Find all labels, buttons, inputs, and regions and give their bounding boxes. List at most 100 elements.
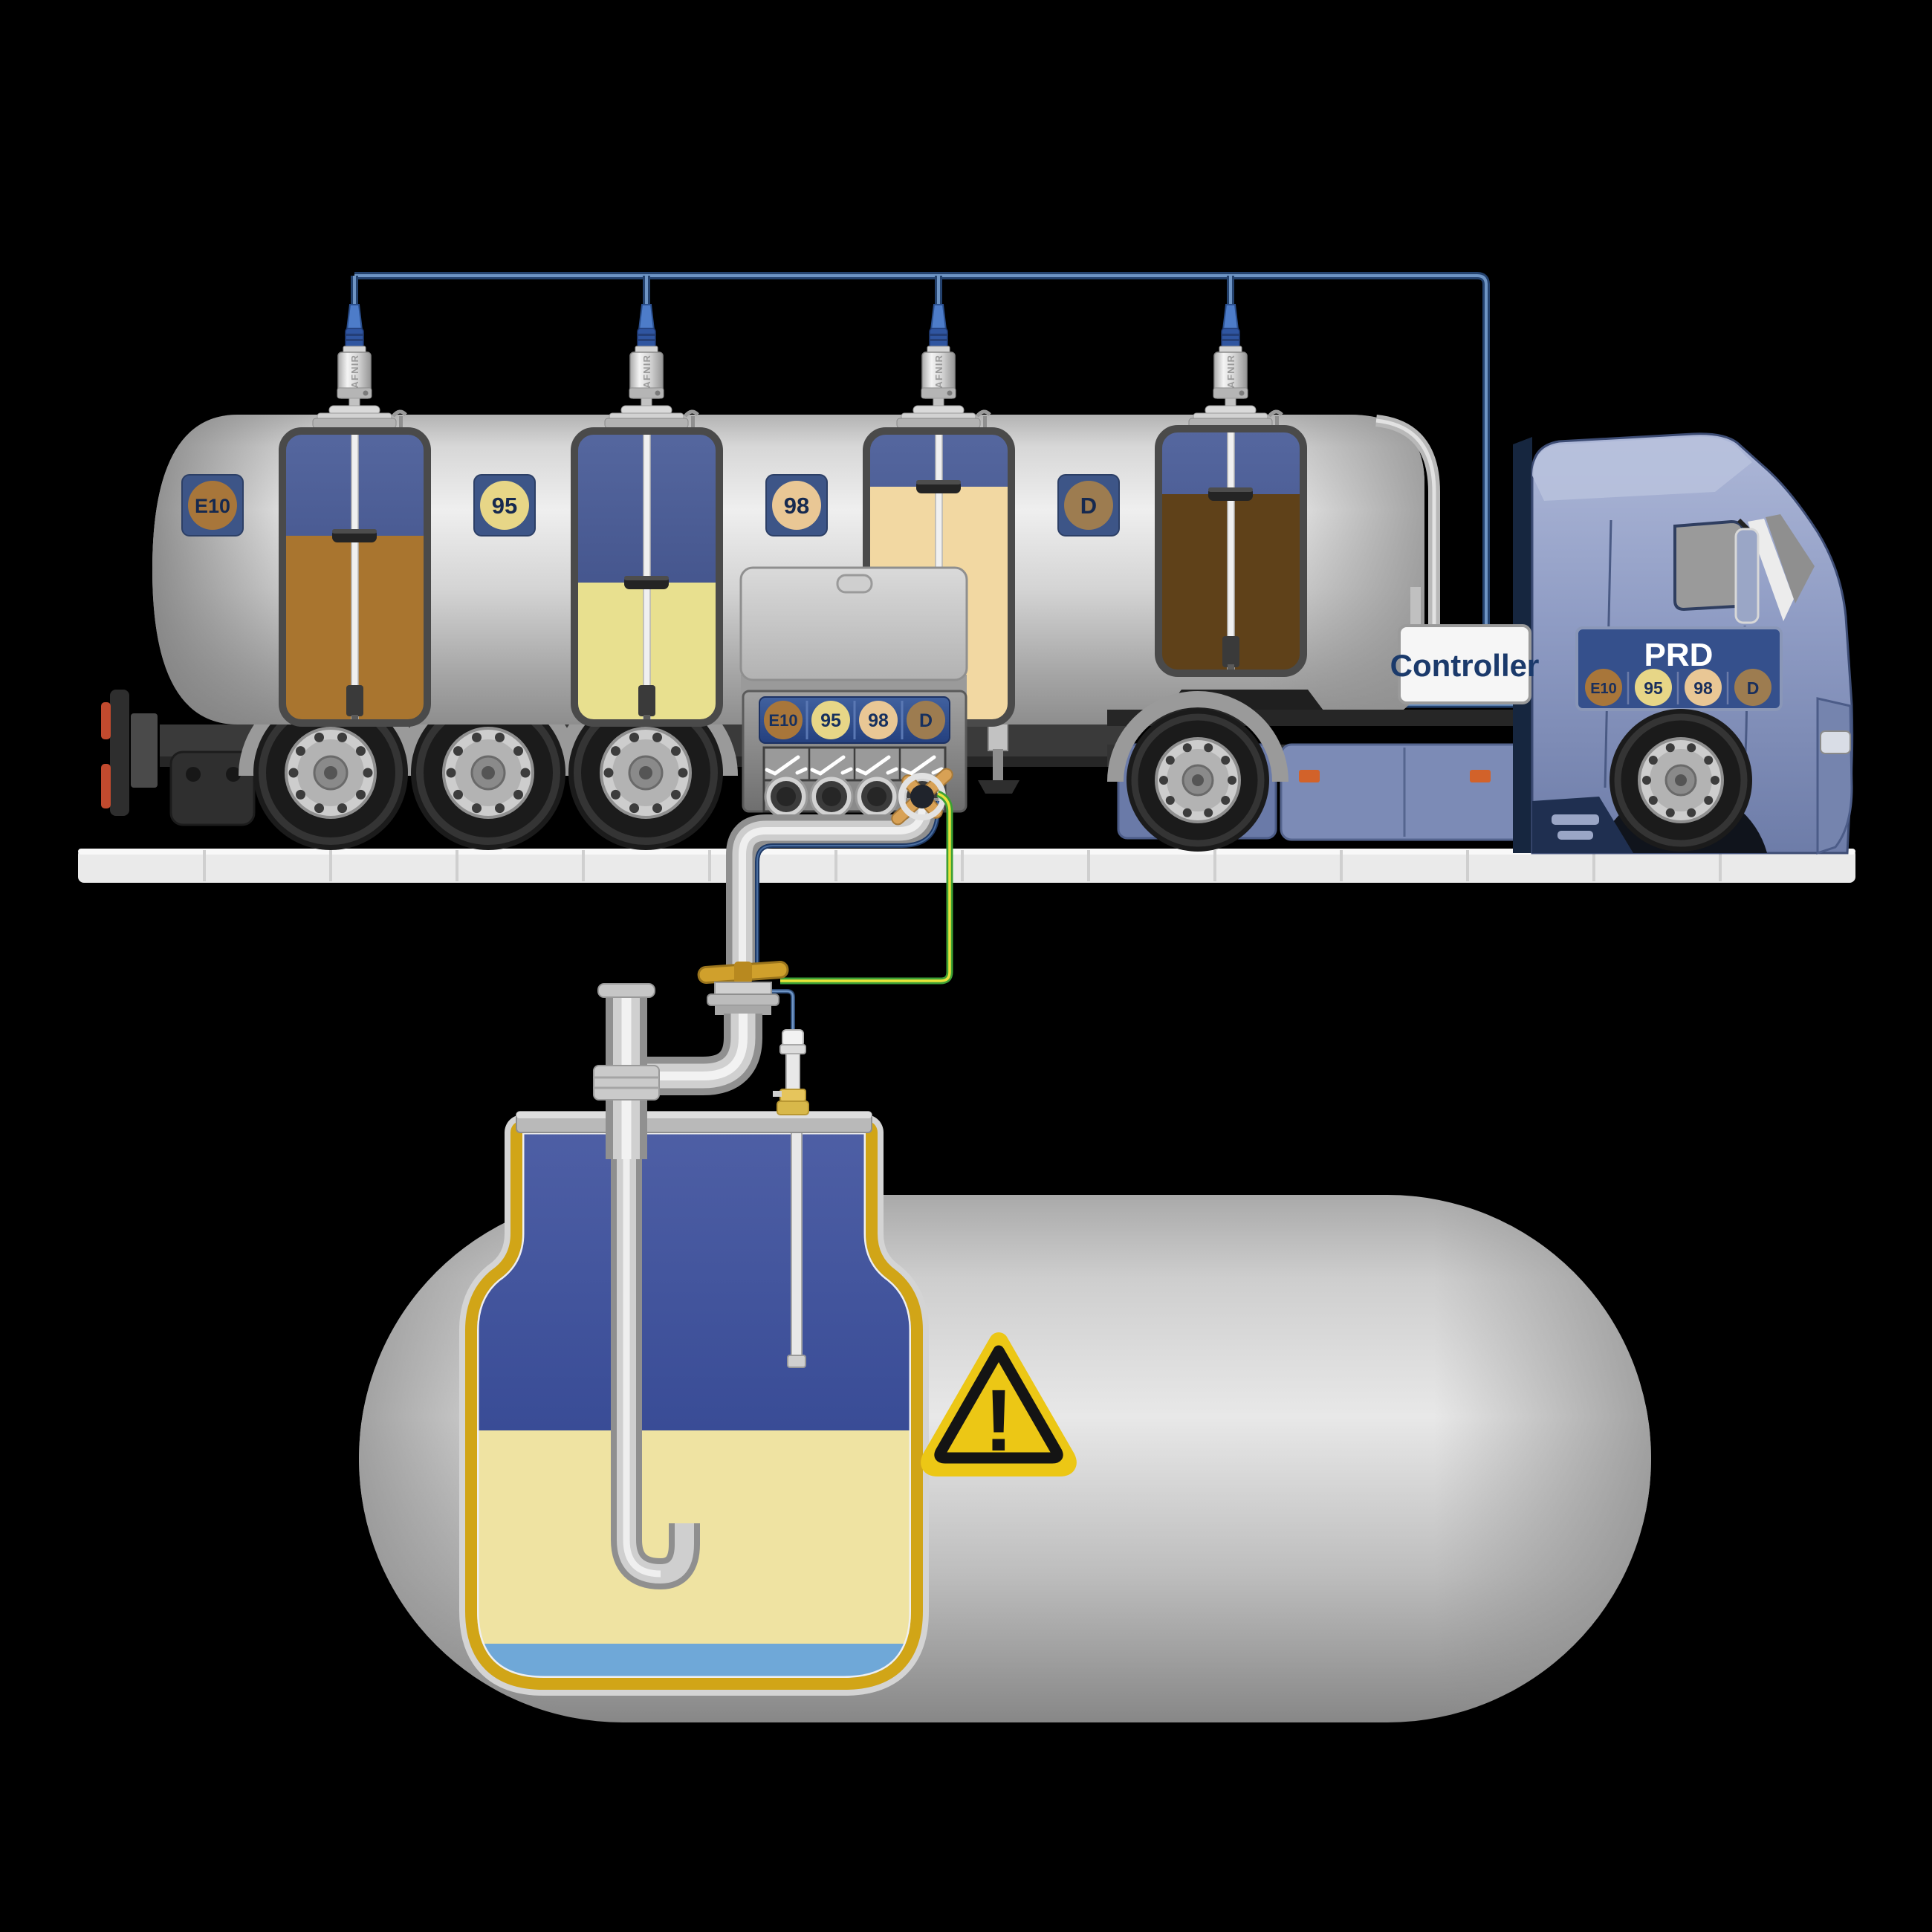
badge-circle-e10 xyxy=(188,481,237,530)
cab-step xyxy=(1552,814,1599,825)
badge-label-e10: E10 xyxy=(195,495,230,517)
mirror xyxy=(1734,528,1760,624)
valve-flange-lower xyxy=(715,1005,771,1015)
sensor-gold-nut-lower xyxy=(777,1100,809,1115)
trailer-rear-bumper xyxy=(101,690,256,826)
compartment-window-frame xyxy=(1155,425,1307,677)
tractor-unit: PRD E10 95 98 D xyxy=(1107,432,1854,853)
handrail-highlight xyxy=(1375,418,1436,693)
tractor-mudguard xyxy=(1107,691,1288,782)
overfill-sensor-cable-core xyxy=(770,990,794,1031)
compartment-window-frame xyxy=(571,427,723,727)
banner-circle-e10 xyxy=(764,701,803,739)
warning-sign: ! xyxy=(921,1332,1077,1476)
cabinet-door-open xyxy=(739,566,968,681)
ground-platform xyxy=(78,849,1855,883)
side-reflector xyxy=(1299,770,1320,782)
bus-cable-core xyxy=(354,274,1488,633)
banner-circle-d xyxy=(907,701,945,739)
valve-bonnet xyxy=(714,982,772,995)
badge-label-95: 95 xyxy=(492,493,517,519)
badge-circle-d xyxy=(1064,481,1113,530)
warning-triangle-border xyxy=(934,1345,1063,1464)
prd-label-e10: E10 xyxy=(1590,681,1617,697)
sensor-head xyxy=(782,1029,804,1047)
probe-rod xyxy=(351,431,359,723)
tractor-front-wheel xyxy=(1610,709,1752,852)
fill-point-valve xyxy=(697,961,789,1015)
fill-drop-pipe xyxy=(611,1159,700,1590)
door-handle xyxy=(836,574,873,594)
badge-label-d: D xyxy=(1080,493,1097,519)
controller-label: Controller xyxy=(1390,648,1540,683)
prd-circle-e10 xyxy=(1585,669,1622,706)
discharge-pipework xyxy=(593,768,953,1159)
prd-label-95: 95 xyxy=(1644,678,1663,698)
prd-circle-98 xyxy=(1685,669,1722,706)
banner-dividers xyxy=(805,701,904,739)
prd-circle-d xyxy=(1734,669,1771,706)
valve-hub xyxy=(734,962,752,984)
sensor-side-screw xyxy=(773,1091,782,1097)
grade-badges: E10 95 98 D xyxy=(181,474,1120,537)
manifold-grade-banner: E10 95 98 D xyxy=(759,696,950,744)
ground-strip xyxy=(78,849,1855,883)
valve-flange xyxy=(707,993,779,1006)
landing-leg-piston xyxy=(993,749,1003,782)
banner-circle-95 xyxy=(811,701,850,739)
compartment-window-frame xyxy=(279,427,431,727)
probe-anchor xyxy=(346,685,363,716)
riser-coupling-nut xyxy=(593,1065,660,1100)
tanker-trailer: E10 95 98 D xyxy=(152,276,1440,727)
probe-tip xyxy=(787,1355,806,1368)
probe-anchor-tip xyxy=(644,715,650,722)
outlet-coupling-95 xyxy=(809,774,854,819)
warning-exclamation: ! xyxy=(984,1372,1013,1470)
sensor-gold-nut-upper xyxy=(779,1089,806,1102)
headlamp xyxy=(1820,730,1851,754)
probe-anchor xyxy=(638,685,655,716)
riser-cap xyxy=(597,983,655,998)
sensor-nut xyxy=(779,1044,806,1054)
prd-panel: PRD E10 95 98 D xyxy=(1575,626,1783,711)
badge-e10: E10 xyxy=(181,474,244,537)
probe-anchor-tip xyxy=(351,715,358,722)
plate-hole xyxy=(226,767,241,782)
float-highlight xyxy=(624,576,669,580)
probe-anchor xyxy=(1222,636,1239,667)
tail-lamp-lower xyxy=(101,764,111,808)
compartment-d xyxy=(1155,425,1307,677)
badge-d: D xyxy=(1057,474,1120,537)
water-layer xyxy=(477,1644,911,1678)
prd-label-d: D xyxy=(1747,678,1760,698)
camlock-bore xyxy=(910,785,934,808)
float-highlight xyxy=(1208,487,1253,492)
badge-98: 98 xyxy=(765,474,828,537)
roof-deflector xyxy=(1532,436,1752,501)
bumper-post xyxy=(110,690,129,816)
plate-hole xyxy=(186,767,201,782)
cab-step xyxy=(1557,831,1593,840)
fill-elbow-highlight xyxy=(646,1014,748,1080)
probe-rod xyxy=(791,1132,803,1356)
prd-dividers xyxy=(1627,672,1729,704)
tail-lamp-upper xyxy=(101,702,111,739)
probe-anchor-tip xyxy=(1228,664,1234,672)
banner-label-d: D xyxy=(919,710,933,731)
sensor-bus-cable xyxy=(354,272,1490,633)
tank-cutaway xyxy=(446,1111,951,1681)
pipe-bonded-cable-core xyxy=(756,801,939,965)
banner-label-98: 98 xyxy=(868,710,889,731)
controller: Controller xyxy=(1390,624,1540,704)
probe-rod xyxy=(1227,429,1235,673)
banner-label-e10: E10 xyxy=(768,711,797,730)
outlet-coupling-98 xyxy=(855,774,899,819)
overfill-sensor xyxy=(773,1029,809,1115)
landing-foot xyxy=(978,780,1020,794)
utank-lid-highlight xyxy=(516,1112,872,1118)
badge-circle-95 xyxy=(480,481,529,530)
prd-title: PRD xyxy=(1644,637,1714,673)
bumper-bracket xyxy=(131,713,158,788)
